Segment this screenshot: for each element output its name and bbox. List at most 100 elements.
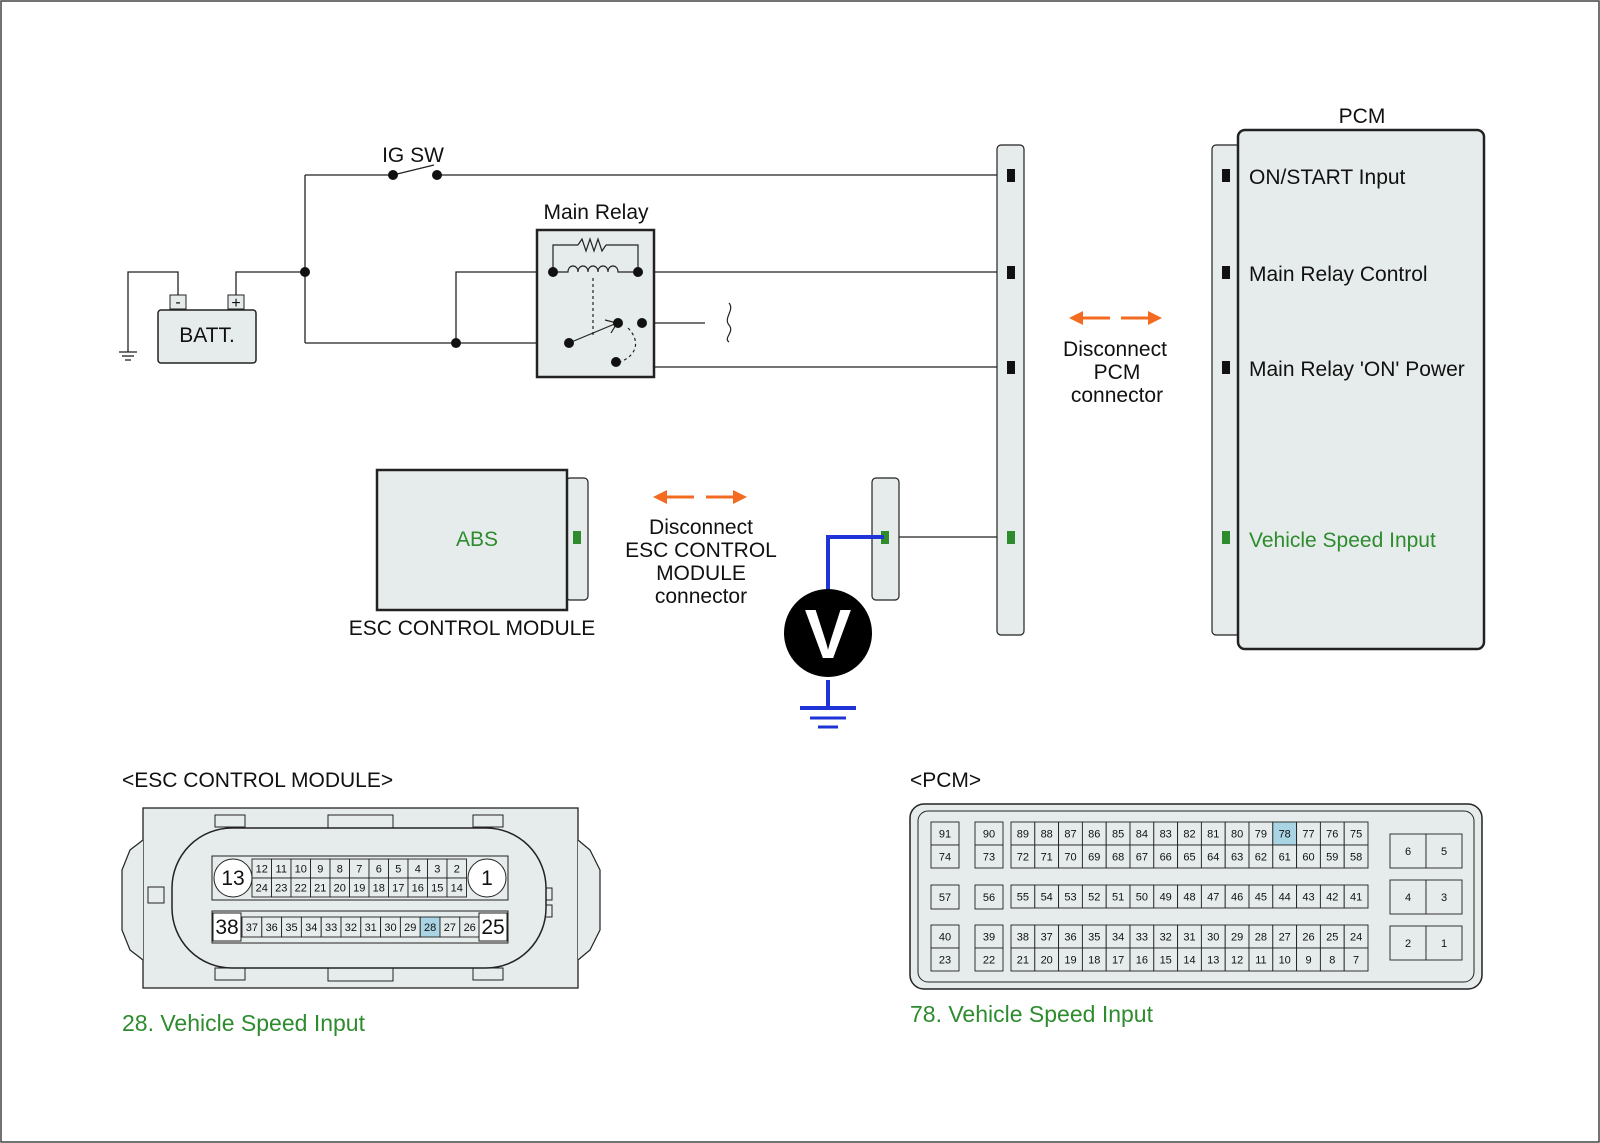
pin-38: 38 [212,912,242,942]
pin-label: 24 [256,883,268,895]
esc-disconnect-arrows [653,490,747,504]
pin-label: 4 [1405,892,1411,904]
pin-label: 20 [1041,955,1053,967]
pin-label: 7 [356,864,362,876]
battery-minus-label: - [175,294,180,311]
pin-24: 24 [1343,924,1369,949]
pin-35: 35 [1081,924,1107,949]
pin-label: 11 [276,864,287,876]
pin-52: 52 [1081,884,1107,909]
pin-21: 21 [310,877,331,898]
pin-74: 74 [930,844,960,869]
pin-19: 19 [1058,947,1083,972]
pin-label: 80 [1231,829,1243,841]
pin-label: 73 [983,852,995,864]
esc-module-label: ESC CONTROL MODULE [349,617,596,640]
pin-label: 83 [1160,829,1172,841]
pin-label: 26 [1302,932,1314,944]
pin-label: 71 [1041,852,1053,864]
pin-7: 7 [349,858,370,879]
voltmeter: V [784,535,884,729]
pin-label: 38 [1017,932,1029,944]
pin-label: 17 [1112,955,1124,967]
pin-label: 72 [1017,852,1029,864]
pin-21: 21 [1010,947,1036,972]
esc-control-module: ABS ESC CONTROL MODULE [349,468,596,640]
pin-14: 14 [446,877,467,898]
pin-65: 65 [1177,844,1202,869]
pin-label: 85 [1112,829,1124,841]
pin-label: 84 [1136,829,1148,841]
pin-71: 71 [1034,844,1060,869]
pin-40: 40 [930,924,960,949]
pcm-pin-main-relay-control: Main Relay Control [1249,263,1428,286]
pin-53: 53 [1058,884,1083,909]
pin-label: 5 [1441,846,1447,858]
pin-label: 20 [334,883,346,895]
pin-label: 36 [266,922,278,934]
pin-69: 69 [1081,844,1107,869]
pin-label: 28 [1255,932,1267,944]
pin-label: 8 [1329,955,1335,967]
pin-26: 26 [459,916,481,938]
pcm-title: PCM [1339,105,1386,128]
pin-34: 34 [300,916,322,938]
pin-27: 27 [439,916,461,938]
pin-81: 81 [1200,821,1226,846]
pin-11: 11 [271,858,292,879]
pin-83: 83 [1153,821,1179,846]
pin-84: 84 [1129,821,1155,846]
pin-label: 49 [1160,892,1172,904]
pin-88: 88 [1034,821,1060,846]
pin-label: 48 [1183,892,1195,904]
pin-73: 73 [974,844,1004,869]
pin-label: 25 [481,916,504,939]
pin-3: 3 [427,858,448,879]
pin-35: 35 [281,916,302,938]
pin-5: 5 [388,858,409,879]
pin-72: 72 [1010,844,1036,869]
pin-22: 22 [290,877,311,898]
pin-label: 27 [444,922,456,934]
pin-label: 6 [376,864,382,876]
pin-44: 44 [1272,884,1298,909]
pin-label: 2 [1405,938,1411,950]
pin-89: 89 [1010,821,1036,846]
pin-label: 30 [384,922,396,934]
pin-12: 12 [251,858,272,879]
pin-14: 14 [1177,947,1202,972]
pin-label: 36 [1064,932,1076,944]
pin-label: 68 [1112,852,1124,864]
pin-61: 61 [1272,844,1298,869]
pcm-module: PCM ON/START Input Main Relay Control Ma… [1211,105,1486,651]
pin-77: 77 [1296,821,1321,846]
pin-label: 40 [939,932,951,944]
pin-label: 50 [1136,892,1148,904]
pin-27: 27 [1272,924,1298,949]
pin-label: 30 [1207,932,1219,944]
pin-label: 25 [1326,932,1338,944]
pin-label: 77 [1302,829,1314,841]
pin-60: 60 [1296,844,1321,869]
pin-6: 6 [368,858,389,879]
pin-42: 42 [1319,884,1345,909]
pin-13: 13 [1200,947,1226,972]
pin-46: 46 [1224,884,1250,909]
disconnect-pcm-line-1: Disconnect [1063,338,1167,361]
pin-label: 45 [1255,892,1267,904]
pin-23: 23 [271,877,292,898]
pin-label: 55 [1017,892,1029,904]
pin-label: 41 [1350,892,1362,904]
pin-label: 44 [1279,892,1291,904]
disconnect-esc-line-3: MODULE [656,562,746,585]
pin-34: 34 [1105,924,1131,949]
pin-label: 89 [1017,829,1029,841]
pin-87: 87 [1058,821,1083,846]
pin-8: 8 [1319,947,1345,972]
pin-19: 19 [349,877,370,898]
pin-label: 3 [434,864,440,876]
pin-label: 39 [983,932,995,944]
pin-43: 43 [1296,884,1321,909]
pin-22: 22 [974,947,1004,972]
